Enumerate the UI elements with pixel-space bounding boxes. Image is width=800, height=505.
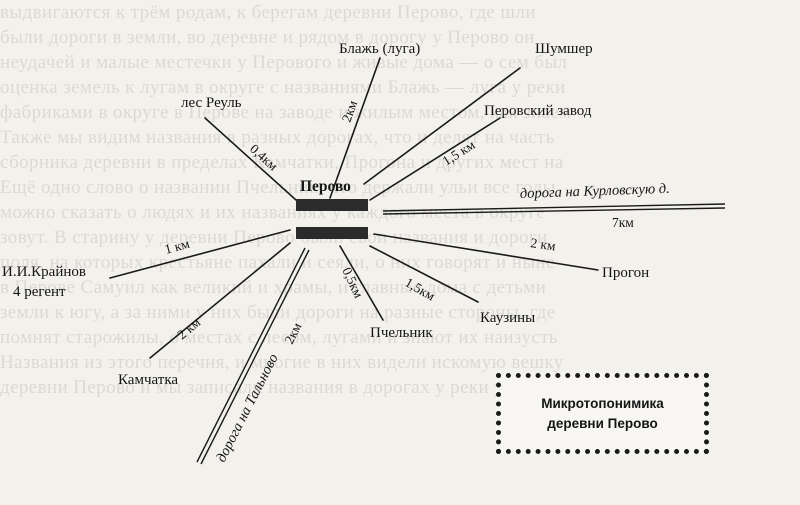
distance-label-perovsky-zavod: 1,5 км [440,137,478,169]
road-distance-talnovo: 2км [281,320,304,347]
line-shumsher [363,67,521,185]
legend-line-1: Микротопонимика [541,395,664,411]
distance-label-kraynov: 1 км [163,236,192,257]
line-kauziny [369,245,479,303]
place-label-kraynov: И.И.Крайнов [2,264,86,280]
place-label-pchelnik: Пчельник [370,325,433,341]
legend-box: Микротопонимика деревни Перово [496,373,709,454]
place-label-progon: Прогон [602,265,649,281]
road-kurlovskaya [382,203,726,215]
line-kamchatka [149,242,291,359]
line-les-reul [204,117,297,201]
line-pchelnik [339,245,384,321]
line-perovsky-zavod [369,117,501,201]
road-label-kurlovskaya: дорога на Курловскую д. [520,181,670,202]
line-kraynov [109,229,291,279]
place-label-kauziny: Каузины [480,310,535,326]
place-label-kraynov-line2: 4 регент [13,284,66,300]
distance-label-pchelnik: 0,5км [339,265,366,301]
distance-label-blazh: 2км [339,98,361,124]
place-label-les-reul: лес Реуль [181,95,242,111]
line-progon [373,233,599,271]
place-label-kamchatka: Камчатка [118,372,178,388]
perovo-village-marker [296,199,368,239]
place-label-shumsher: Шумшер [535,41,593,57]
distance-label-progon: 2 км [530,235,558,253]
road-distance-kurlovskaya: 7км [612,215,634,230]
place-label-perovsky-zavod: Перовский завод [484,103,592,119]
road-talnovo [196,247,310,465]
legend-line-2: деревни Перово [547,415,658,431]
line-blazh [329,57,381,199]
place-label-blazh: Блажь (луга) [339,41,420,57]
distance-label-les-reul: 0,4км [247,141,281,174]
center-label: Перово [300,178,351,195]
